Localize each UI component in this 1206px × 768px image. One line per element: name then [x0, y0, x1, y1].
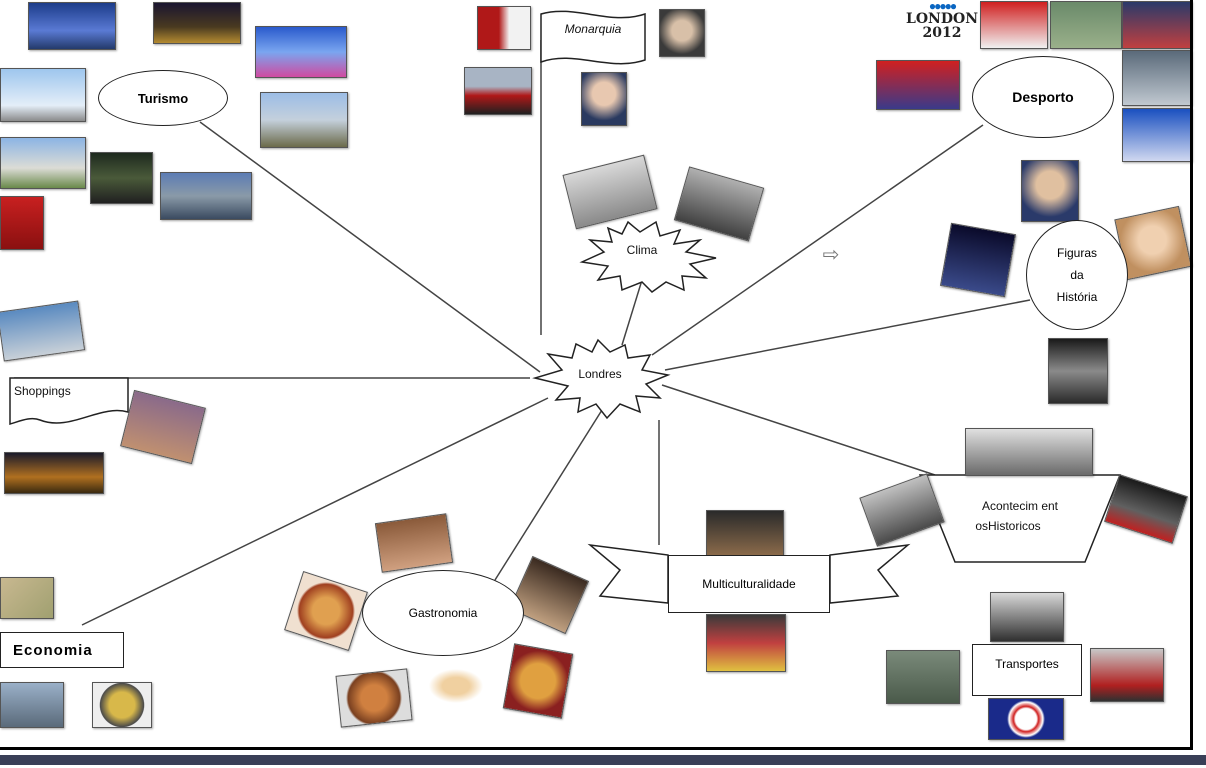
connector-desporto: [651, 124, 984, 356]
node-economia: Economia: [0, 632, 124, 668]
node-transportes-label: Transportes: [995, 657, 1059, 671]
abbey-road-photo: [90, 152, 153, 204]
money-photo: [0, 577, 54, 619]
o2-arena-photo: [255, 26, 347, 78]
node-gastronomia: Gastronomia: [362, 570, 524, 656]
node-multiculturalidade-label: Multiculturalidade: [702, 577, 796, 591]
center-starburst: [532, 338, 671, 420]
thames-aerial-photo: [160, 172, 252, 220]
node-multiculturalidade: Multiculturalidade: [668, 555, 830, 613]
node-figuras-line3: História: [1056, 290, 1098, 304]
notting-hill-photo: [706, 510, 784, 556]
heathrow-photo: [886, 650, 960, 704]
olympic-text-year: 2012: [922, 25, 962, 41]
shoppings-banner: [9, 377, 129, 425]
node-turismo-label: Turismo: [137, 90, 189, 106]
london-eye-photo: [0, 68, 86, 122]
market-photo: [374, 513, 454, 573]
red-bus-photo: [1090, 648, 1164, 702]
connector-figuras: [664, 299, 1031, 371]
node-clima-label: Clima: [626, 243, 658, 257]
node-economia-label: Economia: [13, 641, 93, 659]
harrods-photo: [4, 452, 104, 494]
multiculturalidade-ribbon: [587, 543, 669, 604]
node-acontecimentos-line1: Acontecim ent: [981, 499, 1059, 513]
teacup-photo: [424, 666, 488, 706]
traffic-photo: [990, 592, 1064, 642]
olympic-text-london: LONDON: [906, 11, 978, 27]
center-label: Londres: [578, 367, 622, 381]
pie-photo: [502, 643, 574, 719]
churchill-photo: [1048, 338, 1108, 404]
buckingham-palace-photo: [0, 137, 86, 189]
node-acontecimentos-line2: osHistoricos: [975, 519, 1041, 533]
royal-couple-photo: [477, 6, 531, 50]
connector-clima: [621, 279, 643, 346]
pound-coin-photo: [92, 682, 152, 728]
prince-charles-photo: [581, 72, 627, 126]
node-figuras-line2: da: [1070, 268, 1084, 282]
olympic-rings-icon: ●●●●●: [928, 0, 957, 13]
frame-bottom-bar: [0, 755, 1206, 765]
canary-wharf-photo: [0, 682, 64, 728]
underground-sign-photo: [988, 698, 1064, 740]
connector-economia: [81, 397, 549, 626]
wembley-photo: [1122, 50, 1192, 106]
node-desporto: Desporto: [972, 56, 1114, 138]
olympic-park-photo: [1050, 1, 1122, 49]
tower-of-london-photo: [260, 92, 348, 148]
node-gastronomia-label: Gastronomia: [408, 606, 478, 620]
node-desporto-label: Desporto: [1012, 89, 1074, 105]
chelsea-fans-photo: [1122, 108, 1192, 162]
london-2012-logo: ●●●●● LONDON 2012: [905, 0, 979, 52]
node-figuras-line1: Figuras: [1056, 246, 1097, 260]
england-team-photo: [876, 60, 960, 110]
clima-starburst: [579, 220, 717, 293]
connector-gastronomia: [494, 409, 603, 581]
roast-photo: [335, 668, 413, 728]
carnival-photo: [706, 614, 786, 672]
queen-photo: [659, 9, 705, 57]
node-acontecimentos-label: Acontecim ent osHistoricos: [940, 496, 1100, 536]
phone-box-photo: [0, 196, 44, 250]
blitz-photo: [965, 428, 1093, 476]
team-crowd-photo: [1122, 1, 1192, 49]
arrow-glyph: ⇨: [822, 244, 840, 266]
footballer-photo: [980, 1, 1048, 49]
thatcher-photo: [1021, 160, 1079, 222]
node-figuras: Figuras da História: [1026, 220, 1128, 330]
node-turismo: Turismo: [98, 70, 228, 126]
london-bridge-photo: [28, 2, 116, 50]
frame-right-border: [1190, 0, 1193, 748]
jack-the-ripper-photo: [939, 222, 1017, 298]
frame-bottom-border: [0, 747, 1193, 750]
node-transportes: Transportes: [972, 644, 1082, 696]
guards-photo: [464, 67, 532, 115]
parliament-night-photo: [153, 2, 241, 44]
connector-acontecimentos: [661, 384, 936, 476]
node-shoppings-label: Shoppings: [14, 384, 71, 398]
connector-turismo: [199, 121, 541, 373]
node-monarquia-label: Monarquia: [564, 22, 622, 36]
monarquia-flag: [540, 10, 646, 65]
